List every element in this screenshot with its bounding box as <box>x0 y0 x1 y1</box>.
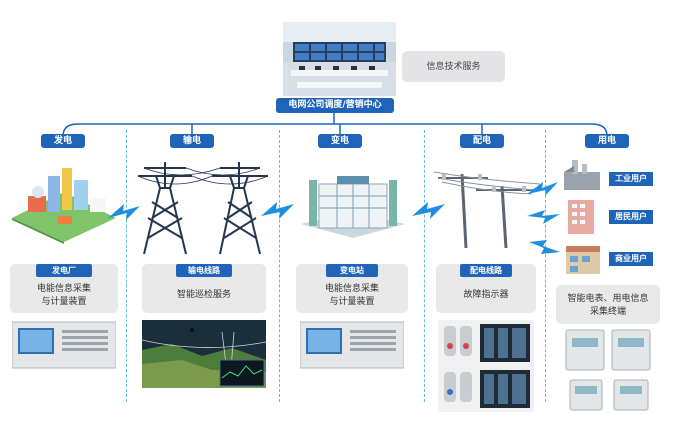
lightning-icon <box>527 182 558 196</box>
residential-building-icon <box>562 196 602 236</box>
node-line: 与计量装置 <box>41 297 87 307</box>
distribution-line-illustration <box>432 164 541 250</box>
node-card-distribution: 配电线路 故障指示器 <box>436 264 536 313</box>
commercial-building-icon <box>562 240 604 276</box>
divider-3 <box>424 130 425 402</box>
category-consumption: 用电 <box>585 134 629 148</box>
substation-metering-device-photo <box>299 320 405 370</box>
power-plant-illustration <box>8 162 120 244</box>
node-card-substation: 变电站 电能信息采集 与计量装置 <box>296 264 408 313</box>
user-tag-industrial: 工业用户 <box>609 172 653 186</box>
fault-indicator-photo <box>438 320 534 412</box>
transmission-tower-illustration <box>130 158 275 256</box>
divider-2 <box>279 130 280 402</box>
center-title: 电网公司调度/营销中心 <box>276 98 394 113</box>
lightning-icon <box>529 240 560 254</box>
lightning-icon <box>108 204 140 220</box>
node-tag: 配电线路 <box>460 264 512 277</box>
divider-1 <box>126 130 127 402</box>
terminal-line: 采集终端 <box>589 307 626 317</box>
user-tag-residential: 居民用户 <box>609 210 653 224</box>
divider-4 <box>545 130 546 402</box>
lightning-icon <box>261 202 294 219</box>
terminal-line: 智能电表、用电信息 <box>567 294 649 304</box>
node-line: 电能信息采集 <box>324 284 379 294</box>
inspection-drone-photo <box>141 320 267 388</box>
substation-illustration <box>297 176 409 242</box>
category-transmission: 输电 <box>170 134 214 148</box>
lightning-icon <box>527 210 560 224</box>
smart-meter-photo <box>560 328 658 414</box>
metering-device-photo <box>11 320 117 370</box>
node-tag: 变电站 <box>326 264 378 277</box>
category-distribution: 配电 <box>460 134 504 148</box>
node-card-transmission: 输电线路 智能巡检服务 <box>142 264 266 313</box>
node-line: 与计量装置 <box>329 297 375 307</box>
node-line: 电能信息采集 <box>36 284 91 294</box>
node-tag: 发电厂 <box>36 264 92 277</box>
node-line: 故障指示器 <box>463 290 509 300</box>
node-card-power-plant: 发电厂 电能信息采集 与计量装置 <box>10 264 118 313</box>
node-card-terminal: 智能电表、用电信息 采集终端 <box>556 285 660 324</box>
it-service-box: 信息技术服务 <box>402 51 505 82</box>
lightning-icon <box>412 202 445 219</box>
node-line: 智能巡检服务 <box>176 290 231 300</box>
node-tag: 输电线路 <box>176 264 232 277</box>
category-substation: 变电 <box>318 134 362 148</box>
user-tag-commercial: 商业用户 <box>609 252 653 266</box>
it-service-label: 信息技术服务 <box>426 62 481 72</box>
control-center-photo <box>283 22 396 96</box>
industrial-building-icon <box>560 158 604 192</box>
category-generation: 发电 <box>41 134 85 148</box>
